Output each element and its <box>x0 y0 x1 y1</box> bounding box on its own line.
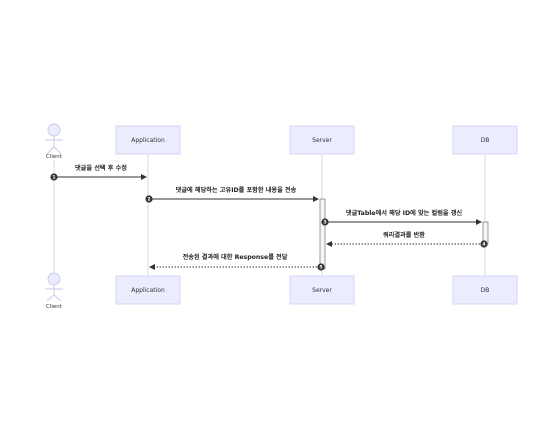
participant-db-top: DB <box>452 125 518 155</box>
message-3-badge <box>321 218 329 226</box>
message-1-badge <box>50 173 58 181</box>
client-actor-icon <box>47 123 61 137</box>
message-4: 쿼리결과를 반환 4 <box>326 231 488 248</box>
participant-application-bottom: Application <box>115 275 181 305</box>
participant-application-top: Application <box>115 125 181 155</box>
db-label-bottom: DB <box>481 287 490 294</box>
client-label-top: Client <box>46 154 63 160</box>
message-3-number: 3 <box>323 220 326 226</box>
message-4-number: 4 <box>482 242 485 248</box>
server-activation <box>319 198 326 270</box>
participant-client-top: Client <box>45 123 63 160</box>
message-5-text: 전송된 결과에 대한 Response를 전달 <box>183 253 288 261</box>
client-actor-icon-bottom <box>47 272 61 286</box>
message-3-text: 댓글Table에서 해당 ID에 맞는 컬럼을 갱신 <box>346 209 463 217</box>
participant-server-bottom: Server <box>289 275 355 305</box>
message-4-text: 쿼리결과를 반환 <box>383 231 425 239</box>
server-label-top: Server <box>312 137 332 144</box>
participant-server-top: Server <box>289 125 355 155</box>
message-4-badge <box>480 240 488 248</box>
participant-client-bottom: Client <box>45 272 63 310</box>
application-label-bottom: Application <box>131 287 165 294</box>
message-3: 댓글Table에서 해당 ID에 맞는 컬럼을 갱신 3 <box>321 209 482 226</box>
message-2-number: 2 <box>147 197 150 203</box>
server-label-bottom: Server <box>312 287 332 294</box>
message-5: 전송된 결과에 대한 Response를 전달 5 <box>149 253 325 271</box>
participant-db-bottom: DB <box>452 275 518 305</box>
message-1-number: 1 <box>52 175 55 181</box>
message-2-text: 댓글에 해당하는 고유ID를 포함한 내용을 전송 <box>176 186 297 194</box>
message-5-badge <box>317 263 325 271</box>
message-2-badge <box>145 195 153 203</box>
db-label-top: DB <box>481 137 490 144</box>
message-1: 댓글을 선택 후 수정 1 <box>50 164 147 181</box>
message-5-number: 5 <box>319 265 322 271</box>
message-2: 댓글에 해당하는 고유ID를 포함한 내용을 전송 2 <box>145 186 319 203</box>
message-1-text: 댓글을 선택 후 수정 <box>75 164 127 172</box>
client-label-bottom: Client <box>46 304 63 310</box>
application-label-top: Application <box>131 137 165 144</box>
